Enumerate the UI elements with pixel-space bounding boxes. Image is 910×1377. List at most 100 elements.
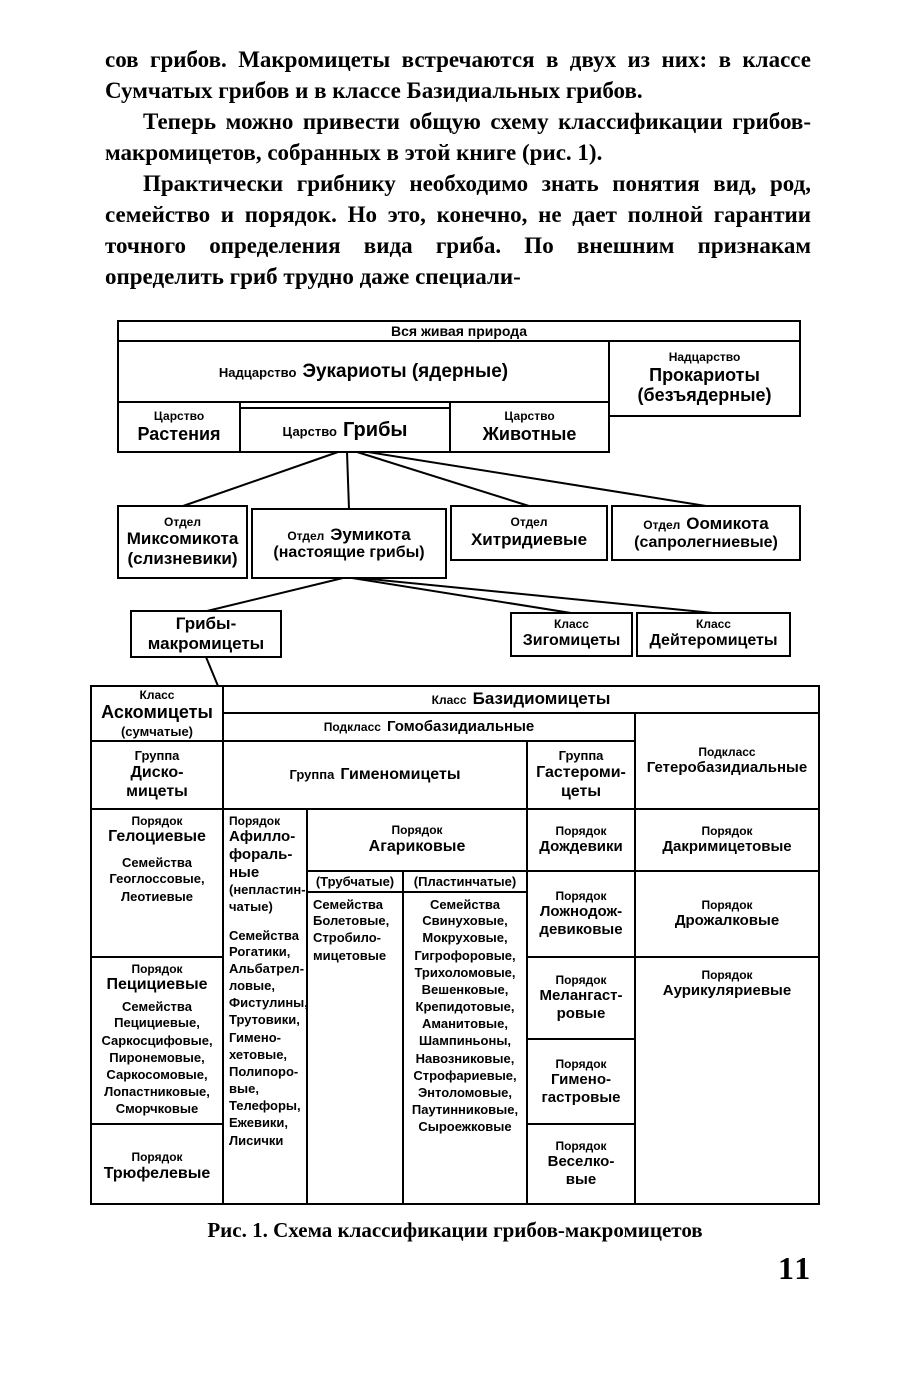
- cell-tubular-header: (Трубчатые): [308, 872, 402, 891]
- taxon-name: Дождевики: [539, 838, 623, 856]
- taxon-name: Аурикуляриевые: [662, 982, 792, 1000]
- node-label: Отдел Оомикота: [643, 514, 768, 534]
- body-text-block: сов грибов. Макромицеты встречаются в дв…: [105, 44, 811, 292]
- taxon-name: Эукариоты (ядерные): [302, 360, 509, 382]
- taxon-name: Мелангаст- ровые: [539, 987, 623, 1023]
- taxon-name: Гименомицеты: [340, 765, 461, 783]
- cell-subclass-heterobasidial: Подкласс Гетеробазидиальные: [636, 714, 818, 808]
- rank-label: Группа: [289, 766, 335, 782]
- node-kingdom-plants: Царство Растения: [117, 401, 241, 453]
- node-label: Царство Грибы: [282, 419, 407, 442]
- cell-order-melanogastrales: Порядок Мелангаст- ровые: [528, 958, 634, 1038]
- families-label: Семейства: [430, 897, 500, 912]
- taxon-name: Агариковые: [368, 837, 466, 855]
- node-label: Подкласс Гомобазидиальные: [324, 718, 535, 736]
- cell-class-basidiomycetes: Класс Базидиомицеты: [224, 687, 818, 712]
- taxon-name: Оомикота: [686, 514, 769, 534]
- cell-lamellar-families: Семейства Свинуховые, Мокруховые, Гигроф…: [404, 893, 526, 1203]
- node-division-chytridiales: Отдел Хитридиевые: [450, 505, 608, 561]
- cell-order-aphyllophorales: Порядок Афилло- фораль- ные (непластин- …: [224, 810, 306, 1203]
- rank-label: Порядок: [391, 823, 443, 838]
- rank-label: Порядок: [555, 1139, 607, 1154]
- taxon-name: Грибы- макромицеты: [147, 614, 265, 653]
- taxon-name: Гимено- гастровые: [541, 1070, 621, 1106]
- rank-label: Группа: [558, 748, 604, 764]
- rank-label: Порядок: [131, 814, 183, 828]
- node-label: Надцарство Эукариоты (ядерные): [219, 361, 508, 383]
- rank-label: Порядок: [555, 1056, 607, 1071]
- taxon-name: Дакримицетовые: [662, 838, 792, 856]
- group-header: (Трубчатые): [315, 873, 395, 889]
- rank-label: Царство: [504, 408, 555, 423]
- families-list: Болетовые, Стробило- мицетовые: [313, 913, 390, 963]
- taxon-name: Миксомикота (слизневики): [126, 529, 239, 568]
- cell-order-auriculariales: Порядок Аурикуляриевые: [636, 958, 818, 1203]
- taxon-subname: (сумчатые): [120, 723, 194, 739]
- node-all-living-nature: Вся живая природа: [117, 320, 801, 342]
- paragraph: Теперь можно привести общую схему класси…: [105, 109, 811, 165]
- cell-group-hymenomycetes: Группа Гименомицеты: [224, 742, 526, 808]
- cell-order-hymenogastrales: Порядок Гимено- гастровые: [528, 1040, 634, 1123]
- families-list: Геоглоссовые, Леотиевые: [109, 871, 205, 904]
- rank-label: Царство: [282, 423, 337, 439]
- node-label: Отдел Эумикота: [287, 525, 410, 545]
- cell-order-lycoperdales: Порядок Дождевики: [528, 810, 634, 870]
- rank-label: Класс: [696, 617, 731, 632]
- taxon-name: Афилло- фораль- ные: [229, 828, 296, 881]
- taxon-name: Гомобазидиальные: [386, 718, 535, 736]
- node-kingdom-fungi: Царство Грибы: [239, 407, 451, 453]
- paragraph: сов грибов. Макромицеты встречаются в дв…: [105, 47, 811, 103]
- families-list: Рогатики, Альбатрел- ловые, Фистулины, Т…: [229, 943, 306, 1148]
- cell-group-gasteromycetes: Группа Гастероми- цеты: [528, 742, 634, 808]
- rank-label: Порядок: [555, 824, 607, 839]
- taxon-subname: (сапролегниевые): [634, 533, 778, 551]
- node-label: Группа Гименомицеты: [290, 766, 461, 785]
- cell-order-pezizales: Порядок Пецициевые Семейства Пецициевые,…: [92, 958, 222, 1123]
- taxon-name: Гелоциевые: [108, 828, 206, 846]
- cell-group-discomycetes: Группа Диско- мицеты: [92, 742, 222, 808]
- rank-label: Класс: [431, 693, 467, 708]
- rank-label: Порядок: [701, 898, 753, 913]
- rank-label: Порядок: [131, 1150, 183, 1165]
- taxon-name: Гетеробазидиальные: [646, 759, 808, 777]
- node-class-deuteromycetes: Класс Дейтеромицеты: [636, 612, 791, 657]
- taxon-name: Эумикота: [330, 524, 411, 544]
- taxon-name: Зигомицеты: [522, 632, 621, 650]
- taxon-name: Животные: [482, 423, 577, 444]
- rank-label: Порядок: [701, 824, 753, 839]
- taxon-name: Дейтеромицеты: [649, 632, 778, 650]
- taxon-name: Прокариоты (безъядерные): [637, 364, 772, 406]
- rank-label: Класс: [554, 617, 589, 632]
- families-label: Семейства: [313, 897, 383, 912]
- rank-label: Класс: [139, 688, 175, 703]
- cell-order-helotiales: Порядок Гелоциевые Семейства Геоглоссовы…: [92, 810, 222, 956]
- families-list: Свинуховые, Мокруховые, Гигрофоровые, Тр…: [411, 913, 519, 1135]
- cell-order-sclerodermatales: Порядок Ложнодож- девиковые: [528, 872, 634, 956]
- rank-label: Отдел: [510, 515, 548, 530]
- rank-label: Отдел: [287, 528, 325, 543]
- node-class-zygomycetes: Класс Зигомицеты: [510, 612, 633, 657]
- taxon-name: Пецициевые: [106, 976, 208, 994]
- node-division-eumycota: Отдел Эумикота (настоящие грибы): [251, 508, 447, 579]
- node-kingdom-animals: Царство Животные: [449, 401, 610, 453]
- node-macromycetes: Грибы- макромицеты: [130, 610, 282, 658]
- rank-label: Отдел: [643, 518, 681, 533]
- families-label: Семейства: [122, 855, 192, 871]
- taxon-name: Базидиомицеты: [472, 689, 611, 709]
- rank-label: Порядок: [229, 814, 281, 828]
- rank-label: Подкласс: [323, 720, 381, 735]
- rank-label: Порядок: [555, 973, 607, 988]
- node-label: Вся живая природа: [391, 322, 527, 339]
- taxon-name: Ложнодож- девиковые: [539, 903, 623, 939]
- classification-table: Класс Аскомицеты (сумчатые) Класс Базиди…: [90, 685, 820, 1205]
- rank-label: Порядок: [131, 962, 183, 976]
- rank-label: Надцарство: [218, 364, 297, 380]
- cell-order-dacrymycetales: Порядок Дакримицетовые: [636, 810, 818, 870]
- node-superkingdom-prokaryotes: Надцарство Прокариоты (безъядерные): [608, 340, 801, 417]
- taxon-name: Веселко- вые: [547, 1153, 615, 1189]
- cell-order-phallales: Порядок Веселко- вые: [528, 1125, 634, 1203]
- taxon-name: Грибы: [342, 418, 408, 441]
- rank-label: Подкласс: [698, 745, 756, 760]
- node-label: Класс Базидиомицеты: [432, 689, 611, 709]
